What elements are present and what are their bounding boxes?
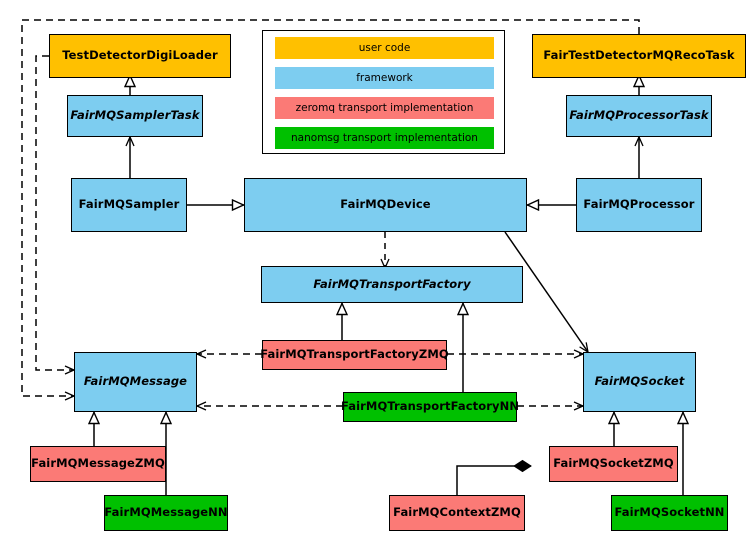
node-fair-mq-sampler-task[interactable]: FairMQSamplerTask (67, 95, 203, 137)
legend-item-framework: framework (275, 67, 494, 89)
node-fair-mq-message-nn[interactable]: FairMQMessageNN (104, 495, 228, 531)
edge-device-socket (504, 231, 588, 352)
legend-item-zeromq: zeromq transport implementation (275, 97, 494, 119)
node-fair-mq-socket[interactable]: FairMQSocket (583, 352, 696, 412)
node-fair-mq-transport-factory[interactable]: FairMQTransportFactory (261, 266, 523, 303)
legend-box: user code framework zeromq transport imp… (262, 30, 505, 154)
node-fair-mq-message[interactable]: FairMQMessage (74, 352, 197, 412)
legend-item-user-code: user code (275, 37, 494, 59)
edge-recotask-message (21, 19, 640, 396)
node-fair-mq-processor[interactable]: FairMQProcessor (576, 178, 702, 232)
node-fair-mq-socket-zmq[interactable]: FairMQSocketZMQ (549, 446, 678, 482)
node-fair-mq-sampler[interactable]: FairMQSampler (71, 178, 187, 232)
node-fair-mq-processor-task[interactable]: FairMQProcessorTask (566, 95, 712, 137)
node-fair-mq-socket-nn[interactable]: FairMQSocketNN (611, 495, 728, 531)
node-fair-mq-context-zmq[interactable]: FairMQContextZMQ (389, 495, 525, 531)
edge-digiloader-message (35, 55, 74, 370)
node-fair-mq-message-zmq[interactable]: FairMQMessageZMQ (30, 446, 166, 482)
node-test-detector-digi-loader[interactable]: TestDetectorDigiLoader (49, 34, 231, 78)
node-fair-mq-transport-factory-nn[interactable]: FairMQTransportFactoryNN (341, 392, 519, 422)
node-fair-mq-device[interactable]: FairMQDevice (244, 178, 527, 232)
legend-item-nanomsg: nanomsg transport implementation (275, 127, 494, 149)
node-fair-test-detector-mq-reco-task[interactable]: FairTestDetectorMQRecoTask (532, 34, 746, 78)
node-fair-mq-transport-factory-zmq[interactable]: FairMQTransportFactoryZMQ (260, 340, 449, 370)
